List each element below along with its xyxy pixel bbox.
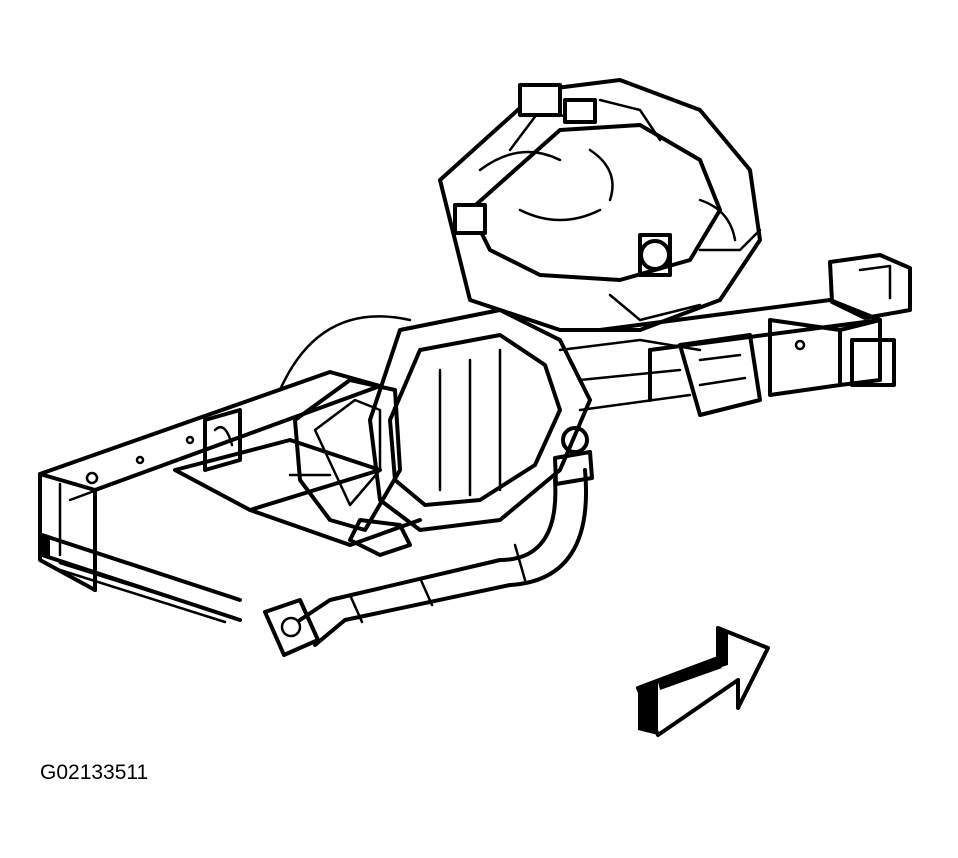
engine-block [438, 78, 762, 332]
frame-rail-right [598, 253, 912, 402]
transmission [278, 308, 762, 557]
forward-arrow-icon [636, 626, 770, 737]
figure-code: G02133511 [40, 761, 149, 784]
exhaust-pipe [263, 450, 594, 657]
frame-rail-left [38, 370, 382, 624]
